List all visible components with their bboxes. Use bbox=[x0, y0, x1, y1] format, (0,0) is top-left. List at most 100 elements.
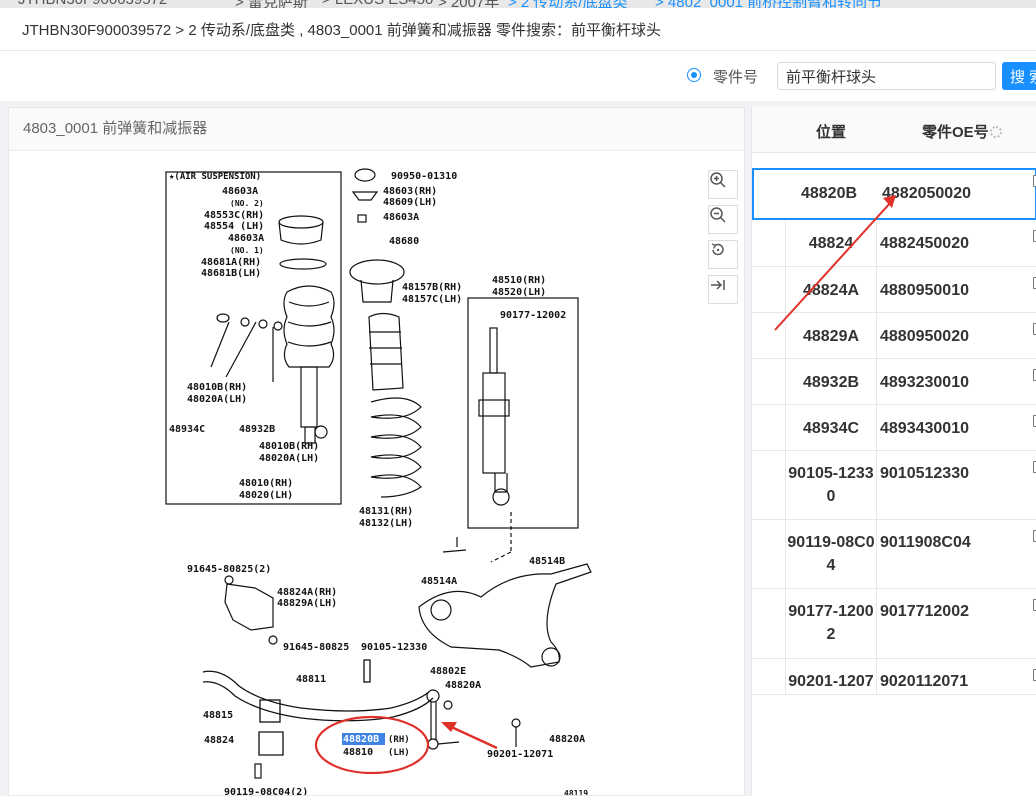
svg-text:90201-12071: 90201-12071 bbox=[487, 749, 553, 760]
svg-text:48932B: 48932B bbox=[239, 424, 275, 435]
header-oe[interactable]: 零件OE号 bbox=[922, 121, 1002, 142]
cell-position: 48932B bbox=[802, 374, 860, 391]
table-row[interactable]: 48820B 4882050020 bbox=[752, 168, 1036, 220]
part-number-radio[interactable] bbox=[687, 68, 701, 82]
svg-text:48810: 48810 bbox=[343, 747, 373, 758]
svg-text:48603A: 48603A bbox=[222, 186, 258, 197]
svg-text:48802E: 48802E bbox=[430, 666, 466, 677]
svg-text:48681B(LH): 48681B(LH) bbox=[201, 268, 261, 279]
table-body: 48820B 4882050020 48824 4882450020 48824… bbox=[752, 152, 1036, 796]
copy-icon[interactable] bbox=[1033, 530, 1036, 542]
top-strip-model[interactable]: > LEXUS ES450 bbox=[322, 0, 433, 8]
cell-oe: 9011908C04 bbox=[880, 534, 971, 551]
copy-icon[interactable] bbox=[1033, 230, 1036, 242]
svg-text:90177-12002: 90177-12002 bbox=[500, 310, 566, 321]
svg-text:48603(RH): 48603(RH) bbox=[383, 186, 437, 197]
svg-text:48020(LH): 48020(LH) bbox=[239, 490, 293, 501]
svg-text:91645-80825: 91645-80825 bbox=[283, 642, 349, 653]
svg-text:48520(LH): 48520(LH) bbox=[492, 287, 546, 298]
zoom-out-button[interactable] bbox=[708, 205, 738, 234]
parts-diagram[interactable]: ★(AIR SUSPENSION) 48603A (NO. 2) 48553C(… bbox=[11, 152, 743, 795]
table-row[interactable]: 90119-08C04 9011908C04 bbox=[752, 520, 1036, 589]
shock-box bbox=[467, 297, 579, 529]
svg-text:48157C(LH): 48157C(LH) bbox=[402, 294, 462, 305]
part-highlight bbox=[342, 733, 385, 745]
copy-icon[interactable] bbox=[1033, 369, 1036, 381]
svg-text:48603A: 48603A bbox=[228, 233, 264, 244]
copy-icon[interactable] bbox=[1033, 323, 1036, 335]
table-row[interactable]: 90177-12002 9017712002 bbox=[752, 589, 1036, 659]
cell-oe: 4880950010 bbox=[880, 282, 969, 299]
top-strip-vin[interactable]: JTHBN30F900039572 bbox=[18, 0, 167, 8]
svg-text:48010B(RH): 48010B(RH) bbox=[259, 441, 319, 452]
table-row[interactable]: 48824A 4880950010 bbox=[752, 267, 1036, 313]
annotation-circle bbox=[314, 715, 430, 775]
cell-position: 48824A bbox=[802, 282, 860, 299]
exploded-view-drawing: ★(AIR SUSPENSION) 48603A (NO. 2) 48553C(… bbox=[165, 168, 592, 795]
top-strip-group[interactable]: > 4802_0001 前桥控制臂和转向节 bbox=[655, 0, 883, 9]
svg-text:48934C: 48934C bbox=[169, 424, 205, 435]
table-row[interactable]: 48932B 4893230010 bbox=[752, 359, 1036, 405]
rotate-button[interactable] bbox=[708, 240, 738, 269]
copy-icon[interactable] bbox=[1033, 175, 1036, 187]
svg-text:48820A: 48820A bbox=[445, 680, 481, 691]
svg-text:48010B(RH): 48010B(RH) bbox=[187, 382, 247, 393]
table-row[interactable]: 48934C 4893430010 bbox=[752, 405, 1036, 451]
table-row[interactable]: 48829A 4880950020 bbox=[752, 313, 1036, 359]
svg-text:48680: 48680 bbox=[389, 236, 419, 247]
svg-text:48514A: 48514A bbox=[421, 576, 457, 587]
copy-icon[interactable] bbox=[1033, 415, 1036, 427]
copy-icon[interactable] bbox=[1033, 669, 1036, 681]
header-position[interactable]: 位置 bbox=[816, 124, 847, 141]
svg-text:90119-08C04(2): 90119-08C04(2) bbox=[224, 787, 308, 795]
table-row[interactable]: 90201-12071 9020112071 bbox=[752, 659, 1036, 695]
cell-oe: 4893430010 bbox=[880, 420, 969, 437]
svg-text:48157B(RH): 48157B(RH) bbox=[402, 282, 462, 293]
svg-text:48609(LH): 48609(LH) bbox=[383, 197, 437, 208]
svg-text:48811: 48811 bbox=[296, 674, 326, 685]
cell-position: 48934C bbox=[802, 420, 860, 437]
part-number-radio-label[interactable]: 零件号 bbox=[713, 69, 759, 86]
svg-text:48681A(RH): 48681A(RH) bbox=[201, 257, 261, 268]
svg-text:90105-12330: 90105-12330 bbox=[361, 642, 427, 653]
collapse-button[interactable] bbox=[708, 275, 738, 304]
table-row[interactable]: 48824 4882450020 bbox=[752, 220, 1036, 267]
copy-icon[interactable] bbox=[1033, 277, 1036, 289]
air-suspension-box bbox=[165, 171, 342, 505]
svg-text:(NO. 1): (NO. 1) bbox=[230, 246, 264, 255]
svg-text:48815: 48815 bbox=[203, 710, 233, 721]
zoom-in-button[interactable] bbox=[708, 170, 738, 199]
svg-text:(RH): (RH) bbox=[388, 735, 410, 745]
svg-text:(NO. 2): (NO. 2) bbox=[230, 199, 264, 208]
cell-oe: 4893230010 bbox=[880, 374, 969, 391]
top-strip-category[interactable]: > 2 传动系/底盘类 bbox=[508, 0, 628, 9]
svg-text:48829A(LH): 48829A(LH) bbox=[277, 598, 337, 609]
top-strip-year[interactable]: > 2007年 bbox=[438, 0, 500, 9]
table-row[interactable]: 90105-12330 9010512330 bbox=[752, 451, 1036, 520]
breadcrumb: JTHBN30F900039572 > 2 传动系/底盘类 , 4803_000… bbox=[22, 21, 661, 39]
search-input[interactable] bbox=[777, 62, 996, 90]
settings-gear-icon[interactable] bbox=[989, 126, 1002, 138]
copy-icon[interactable] bbox=[1033, 461, 1036, 473]
svg-text:48824: 48824 bbox=[204, 735, 234, 746]
copy-icon[interactable] bbox=[1033, 599, 1036, 611]
svg-text:(LH): (LH) bbox=[388, 748, 410, 758]
svg-text:★(AIR SUSPENSION): ★(AIR SUSPENSION) bbox=[169, 172, 261, 182]
top-strip-brand[interactable]: > 雷克萨斯 bbox=[235, 0, 308, 9]
table-header: 位置 零件OE号 bbox=[752, 107, 1036, 153]
svg-text:48132(LH): 48132(LH) bbox=[359, 518, 413, 529]
cell-oe: 9020112071 bbox=[880, 673, 969, 690]
svg-text:91645-80825(2): 91645-80825(2) bbox=[187, 564, 271, 575]
cell-position: 90119-08C04 bbox=[787, 534, 875, 574]
search-bar: 零件号 搜 索 bbox=[0, 51, 1036, 101]
svg-text:48131(RH): 48131(RH) bbox=[359, 506, 413, 517]
rotate-icon bbox=[711, 243, 724, 256]
zoom-out-icon bbox=[710, 207, 726, 223]
cell-oe: 9017712002 bbox=[880, 603, 969, 620]
diagram-title: 4803_0001 前弹簧和减振器 bbox=[9, 108, 744, 151]
svg-text:90950-01310: 90950-01310 bbox=[391, 171, 457, 182]
svg-text:48824A(RH): 48824A(RH) bbox=[277, 587, 337, 598]
cell-position: 90177-12002 bbox=[788, 603, 874, 643]
search-button[interactable]: 搜 索 bbox=[1002, 62, 1036, 90]
svg-text:48020A(LH): 48020A(LH) bbox=[259, 453, 319, 464]
